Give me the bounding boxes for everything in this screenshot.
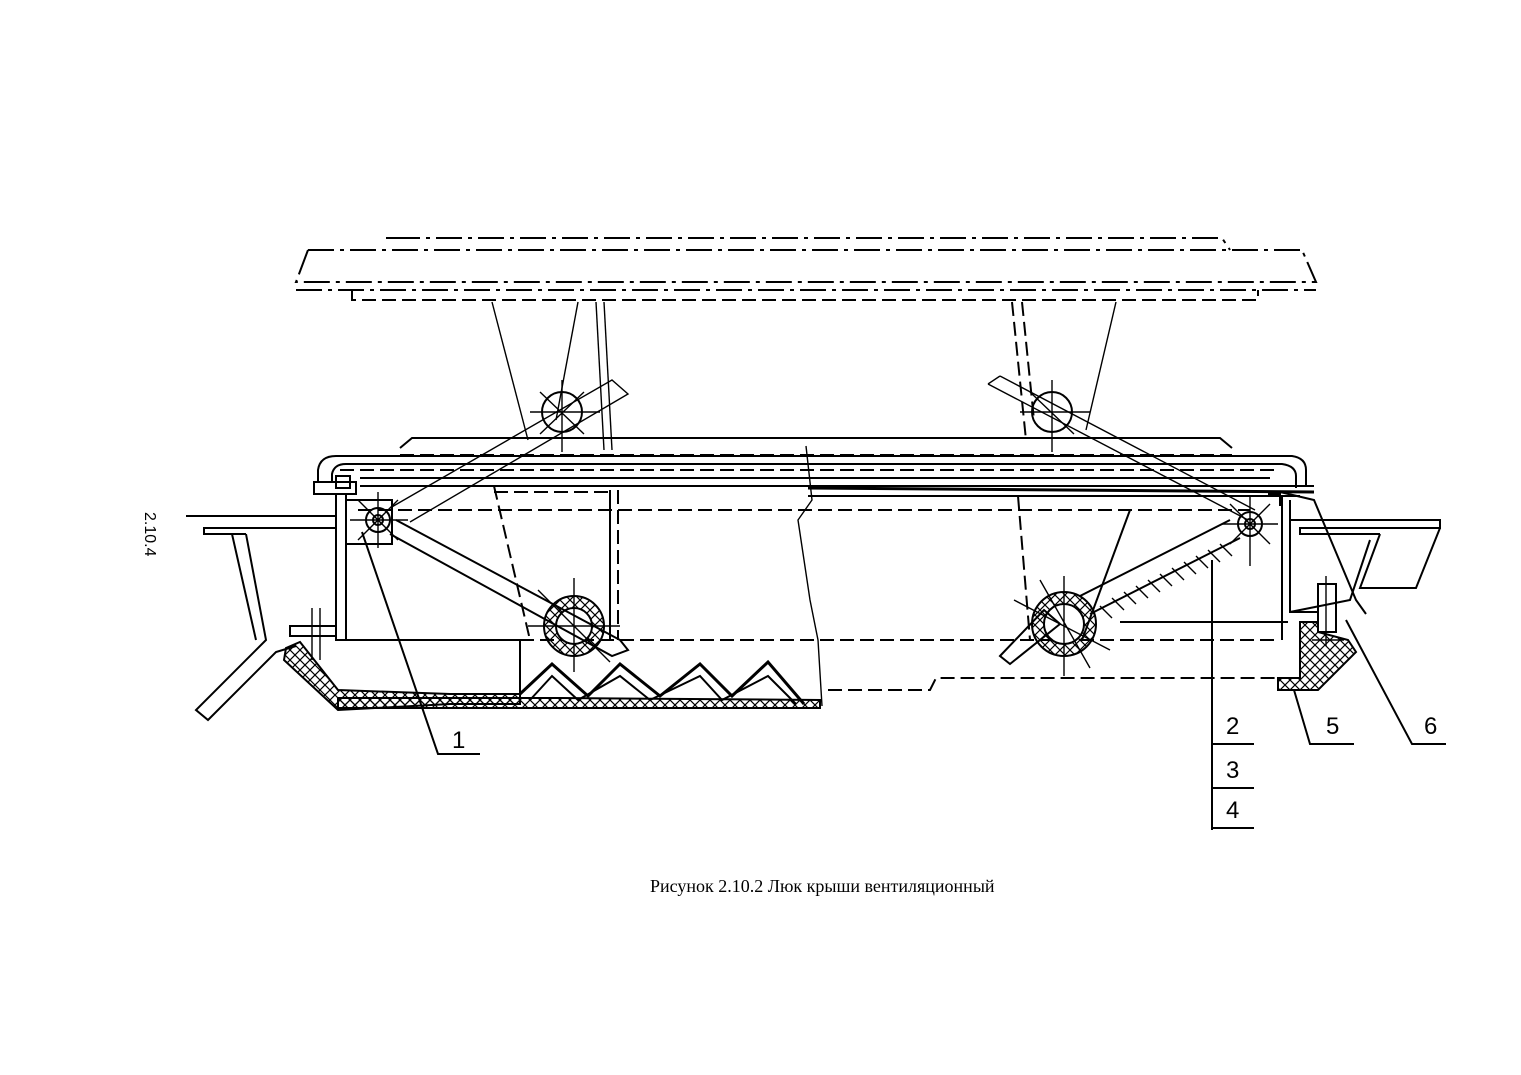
pivot-left xyxy=(350,492,408,548)
callout-4-label: 4 xyxy=(1226,797,1239,824)
callout-5-label: 5 xyxy=(1326,713,1339,740)
figure-caption: Рисунок 2.10.2 Люк крыши вентиляционный xyxy=(650,876,995,896)
roof-skin-left xyxy=(186,515,337,722)
callout-3-label: 3 xyxy=(1226,757,1239,784)
lower-hinge-left xyxy=(389,519,630,672)
callout-1: 1 xyxy=(361,531,480,755)
seal-right xyxy=(1277,621,1358,691)
hatch-frame xyxy=(313,475,1318,830)
open-lid-phantom xyxy=(294,237,1318,301)
seal-bottom-mid xyxy=(337,697,821,709)
pivot-right xyxy=(1222,496,1278,566)
callout-1-label: 1 xyxy=(452,727,465,754)
callout-stack-2-3-4: 2 3 4 xyxy=(1212,713,1254,829)
lower-hinge-right xyxy=(998,576,1111,676)
break-line xyxy=(797,445,823,707)
callout-6: 6 xyxy=(1345,619,1446,745)
upper-hinge-left xyxy=(530,380,600,452)
callout-5: 5 xyxy=(1293,689,1354,745)
lid-levers xyxy=(389,301,1256,523)
gas-spring xyxy=(1079,519,1241,619)
page-number: 2.10.4 xyxy=(141,512,158,557)
callout-6-label: 6 xyxy=(1424,713,1437,740)
closed-lid xyxy=(317,437,1315,511)
upper-hinge-right xyxy=(1020,380,1090,452)
callout-2-label: 2 xyxy=(1226,713,1239,740)
corrugated-cushion-inner xyxy=(529,674,797,705)
